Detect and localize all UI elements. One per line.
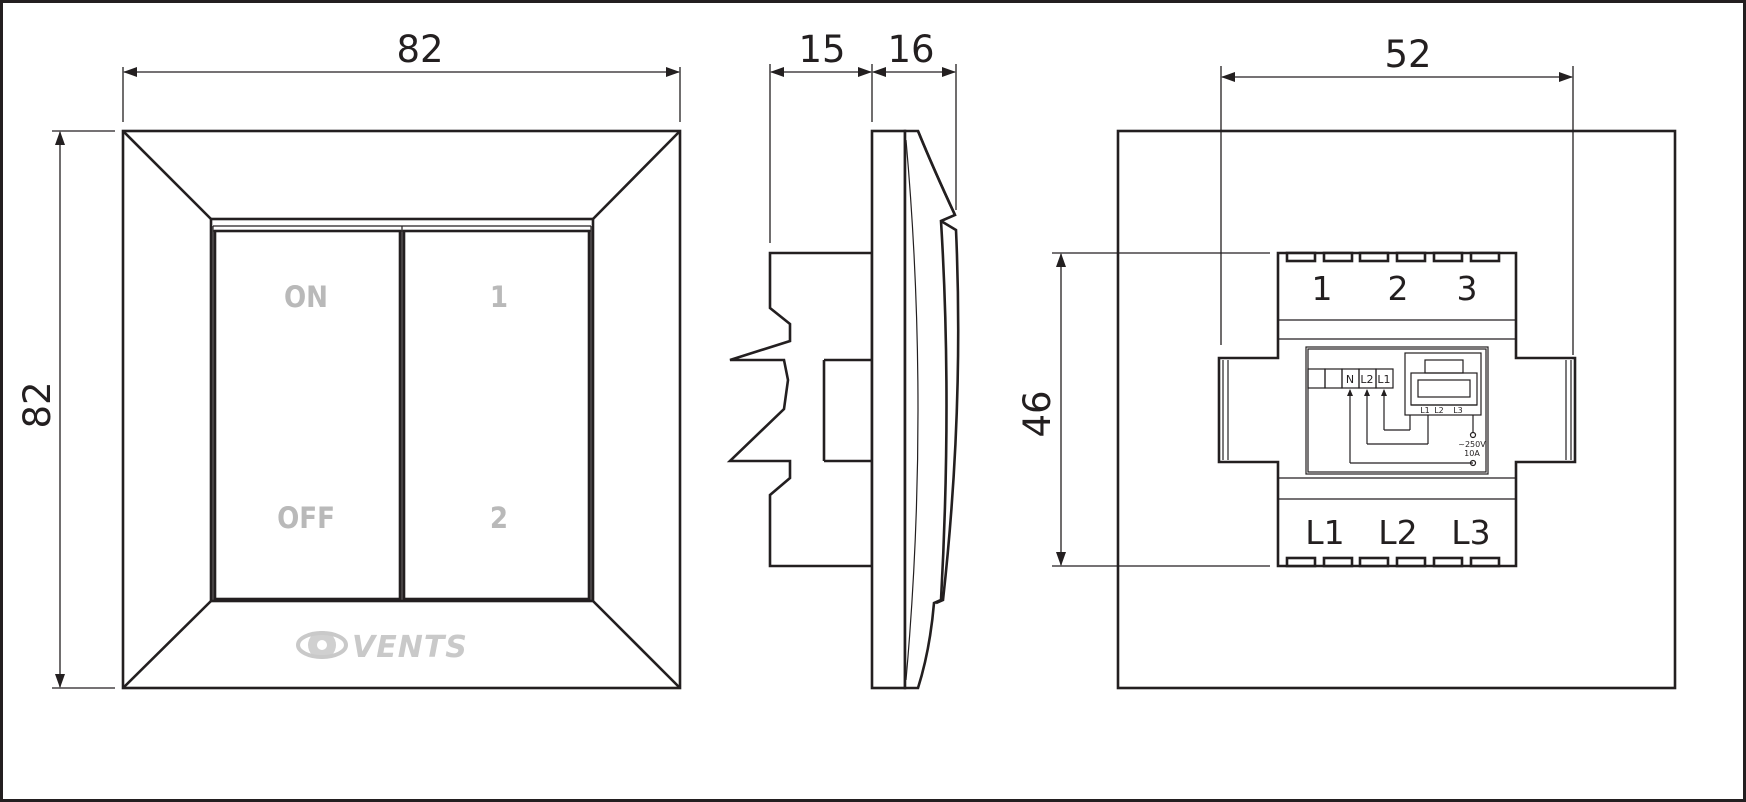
rating-current: 10A	[1464, 449, 1480, 458]
back-width-label: 52	[1384, 33, 1431, 76]
front-frame-outline	[121, 129, 682, 690]
cover-depth-label: 16	[887, 28, 934, 71]
left-key	[213, 229, 402, 601]
terminal-label-2: 2	[1388, 269, 1409, 308]
terminal-label-l1: L1	[1305, 513, 1344, 552]
bottom-terminal-notches	[1285, 556, 1501, 568]
switch-label-l1: L1	[1420, 406, 1430, 415]
wiring-diagram: N L2 L1 L1 L2 L3 ~250V 10A	[1305, 346, 1489, 475]
switch-label-l3: L3	[1453, 406, 1463, 415]
diagram-label-l1: L1	[1377, 373, 1390, 386]
switch-label-l2: L2	[1434, 406, 1444, 415]
terminal-label-l2: L2	[1378, 513, 1417, 552]
front-width-label: 82	[396, 28, 443, 71]
key-label-1: 1	[490, 280, 508, 314]
side-view: 15 16	[726, 28, 960, 690]
back-height-label: 46	[1016, 390, 1059, 437]
diagram-label-n: N	[1346, 373, 1354, 386]
back-view: 1 2 3 L1 L2 L3 N L2 L1 L1 L2 L3	[1016, 33, 1677, 690]
terminal-label-3: 3	[1457, 269, 1478, 308]
top-terminal-notches	[1285, 251, 1501, 263]
brand-text: VENTS	[352, 630, 468, 665]
side-cover	[903, 129, 957, 690]
front-view: ON OFF 1 2 VENTS 82 82	[16, 28, 682, 690]
key-label-on: ON	[284, 280, 328, 314]
side-body	[726, 251, 874, 568]
rating-voltage: ~250V	[1458, 440, 1486, 449]
back-plate	[1116, 129, 1677, 690]
side-plate	[870, 129, 907, 690]
front-height-label: 82	[16, 381, 59, 428]
vents-logo: VENTS	[296, 630, 468, 665]
key-label-2: 2	[490, 501, 508, 535]
terminal-label-1: 1	[1312, 269, 1333, 308]
diagram-label-l2: L2	[1360, 373, 1373, 386]
body-depth-label: 15	[798, 28, 845, 71]
terminal-label-l3: L3	[1451, 513, 1490, 552]
key-label-off: OFF	[277, 501, 335, 535]
right-key	[402, 229, 591, 601]
back-mechanism	[1217, 251, 1577, 568]
